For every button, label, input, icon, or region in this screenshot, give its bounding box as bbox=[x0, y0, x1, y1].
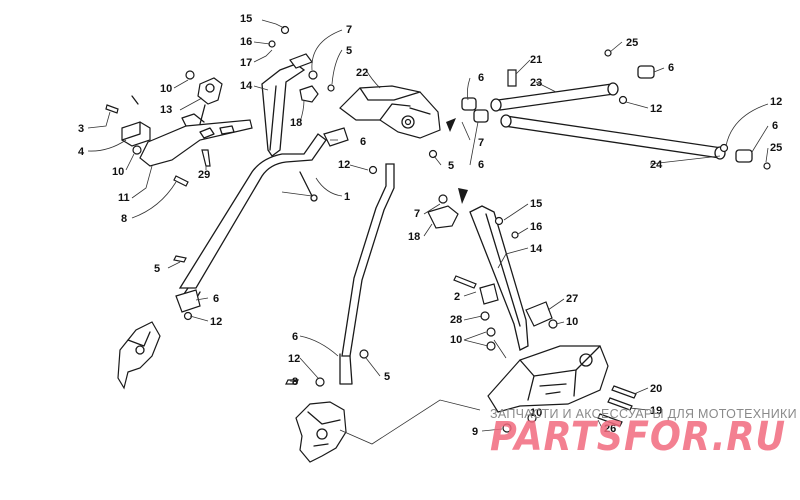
callout-2: 2 bbox=[454, 291, 460, 303]
callout-20: 20 bbox=[650, 383, 662, 395]
callout-24: 24 bbox=[650, 159, 663, 171]
callout-labels: 15 16 17 7 5 14 22 10 13 18 3 4 10 29 11… bbox=[78, 13, 782, 438]
callout-12: 12 bbox=[770, 96, 782, 108]
callout-10: 10 bbox=[566, 316, 578, 328]
callout-6: 6 bbox=[772, 120, 778, 132]
callout-3: 3 bbox=[78, 123, 84, 135]
callout-10: 10 bbox=[450, 334, 462, 346]
watermark-tagline: ЗАПЧАСТИ И АКСЕССУАРЫ ДЛЯ МОТОТЕХНИКИ bbox=[490, 407, 797, 421]
upper-bracket-14 bbox=[261, 25, 335, 157]
lower-tie-rod-24 bbox=[500, 114, 771, 170]
callout-16: 16 bbox=[530, 221, 542, 233]
callout-26: 26 bbox=[604, 423, 616, 435]
callout-25: 25 bbox=[770, 142, 782, 154]
callout-5: 5 bbox=[346, 45, 352, 57]
callout-6: 6 bbox=[478, 159, 484, 171]
callout-8: 8 bbox=[292, 376, 298, 388]
callout-7: 7 bbox=[414, 208, 420, 220]
callout-27: 27 bbox=[566, 293, 578, 305]
callout-6: 6 bbox=[478, 72, 484, 84]
support-bar-left bbox=[178, 133, 327, 307]
support-bar-center bbox=[285, 163, 395, 387]
callout-10: 10 bbox=[112, 166, 124, 178]
callout-5: 5 bbox=[384, 371, 390, 383]
left-bracket-assembly bbox=[105, 70, 253, 187]
callout-16: 16 bbox=[240, 36, 252, 48]
callout-12: 12 bbox=[288, 353, 300, 365]
right-bracket-14 bbox=[427, 194, 558, 351]
callout-15: 15 bbox=[530, 198, 542, 210]
callout-15: 15 bbox=[240, 13, 252, 25]
upper-tie-rod-23 bbox=[461, 49, 655, 123]
callout-28: 28 bbox=[450, 314, 462, 326]
callout-12: 12 bbox=[650, 103, 662, 115]
callout-14: 14 bbox=[530, 243, 543, 255]
callout-5: 5 bbox=[448, 160, 454, 172]
callout-6: 6 bbox=[668, 62, 674, 74]
callout-17: 17 bbox=[240, 57, 252, 69]
callout-23: 23 bbox=[530, 77, 542, 89]
callout-10: 10 bbox=[160, 83, 172, 95]
leader-lines bbox=[87, 19, 769, 432]
watermark-logo: PARTSFOR.RU bbox=[490, 414, 786, 460]
head-bracket-22 bbox=[323, 85, 441, 175]
lower-left-mount bbox=[117, 255, 201, 390]
callout-19: 19 bbox=[650, 405, 662, 417]
callout-25: 25 bbox=[626, 37, 638, 49]
callout-8: 8 bbox=[121, 213, 127, 225]
callout-14: 14 bbox=[240, 80, 253, 92]
callout-6: 6 bbox=[360, 136, 366, 148]
lower-right-mount bbox=[453, 275, 637, 433]
callout-7: 7 bbox=[478, 137, 484, 149]
callout-29: 29 bbox=[198, 169, 210, 181]
callout-9: 9 bbox=[472, 426, 478, 438]
callout-18: 18 bbox=[290, 117, 302, 129]
callout-6: 6 bbox=[213, 293, 219, 305]
callout-5: 5 bbox=[154, 263, 160, 275]
callout-7: 7 bbox=[346, 24, 352, 36]
callout-22: 22 bbox=[356, 67, 368, 79]
callout-18: 18 bbox=[408, 231, 420, 243]
callout-10: 10 bbox=[530, 407, 542, 419]
callout-6: 6 bbox=[292, 331, 298, 343]
callout-12: 12 bbox=[338, 159, 350, 171]
callout-1: 1 bbox=[344, 191, 350, 203]
watermark: ЗАПЧАСТИ И АКСЕССУАРЫ ДЛЯ МОТОТЕХНИКИ PA… bbox=[490, 407, 797, 460]
callout-12: 12 bbox=[210, 316, 222, 328]
lower-center-mount bbox=[295, 401, 347, 463]
front-arrow-top bbox=[446, 118, 456, 132]
front-arrow-mid bbox=[458, 188, 468, 204]
callout-4: 4 bbox=[78, 146, 85, 158]
callout-13: 13 bbox=[160, 104, 172, 116]
callout-21: 21 bbox=[530, 54, 542, 66]
callout-11: 11 bbox=[118, 192, 130, 204]
